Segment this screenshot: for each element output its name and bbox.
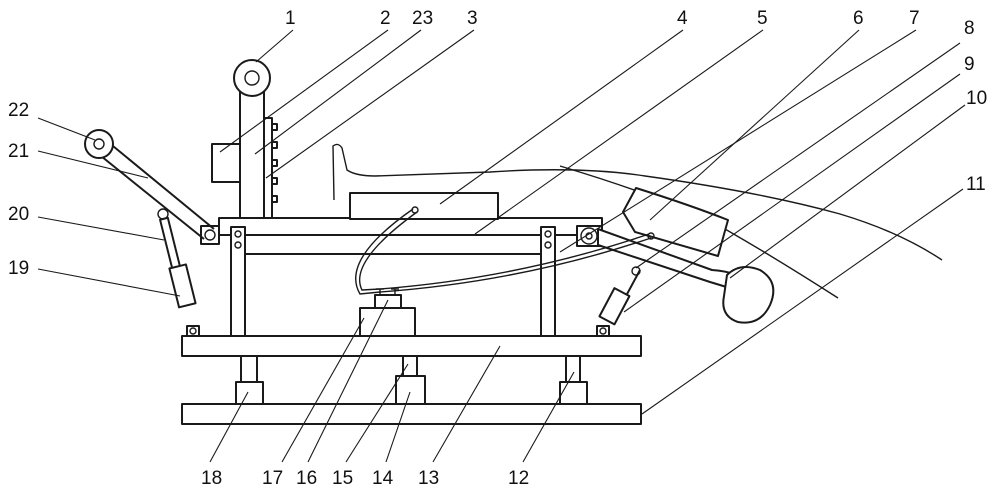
bottom-base-plate (181, 403, 642, 425)
label-4: 4 (677, 8, 688, 29)
middle-cross-plate (181, 335, 642, 357)
label-22: 22 (8, 100, 29, 121)
left-hinge-pin (204, 229, 216, 241)
left-pulley (84, 129, 114, 159)
label-12: 12 (508, 468, 529, 489)
label-3: 3 (467, 8, 478, 29)
left-piston-rod (159, 216, 181, 270)
center-lift-block (395, 375, 426, 405)
flexible-tube (355, 208, 652, 295)
label-9: 9 (964, 54, 975, 75)
foot-pad (722, 265, 775, 324)
left-hinge-block (200, 225, 220, 245)
left-leg-bolt-top (234, 230, 242, 238)
center-column (402, 355, 418, 377)
label-23: 23 (412, 8, 433, 29)
left-cylinder (168, 263, 197, 309)
right-cylinder-mount (596, 325, 610, 337)
label-2: 2 (380, 8, 391, 29)
right-leg-bolt-top (544, 230, 552, 238)
left-arm-upper-edge (101, 136, 215, 230)
label-17: 17 (262, 468, 283, 489)
top-pulley (233, 59, 271, 97)
bed-frame-lower-rail (241, 234, 546, 255)
right-cylinder (598, 287, 631, 326)
label-7: 7 (909, 8, 920, 29)
frame-left-leg (230, 226, 246, 337)
support-pedestal (359, 307, 416, 337)
label-11: 11 (966, 174, 986, 195)
label-14: 14 (372, 468, 394, 489)
label-10: 10 (966, 88, 987, 109)
label-18: 18 (201, 468, 222, 489)
frame-right-leg (540, 226, 556, 337)
left-column (240, 355, 258, 383)
left-arm-lower-edge (95, 151, 205, 240)
label-21: 21 (8, 141, 29, 162)
pedestal-cap (374, 294, 402, 309)
label-1: 1 (285, 8, 296, 29)
left-cylinder-mount (186, 325, 200, 337)
label-19: 19 (8, 258, 29, 279)
left-lift-block (235, 381, 264, 405)
label-16: 16 (296, 468, 317, 489)
right-leg-bolt-bottom (544, 241, 552, 249)
right-column (565, 355, 581, 383)
label-8: 8 (964, 18, 975, 39)
label-6: 6 (853, 8, 864, 29)
label-20: 20 (8, 204, 29, 225)
patient-body-outline (332, 143, 943, 261)
control-strip (263, 117, 273, 219)
label-5: 5 (757, 8, 768, 29)
right-lift-block (559, 381, 588, 405)
chest-pad (349, 192, 499, 220)
side-box (211, 143, 241, 183)
left-leg-bolt-bottom (234, 241, 242, 249)
label-15: 15 (332, 468, 353, 489)
label-13: 13 (418, 468, 439, 489)
leg-pad (622, 187, 729, 257)
